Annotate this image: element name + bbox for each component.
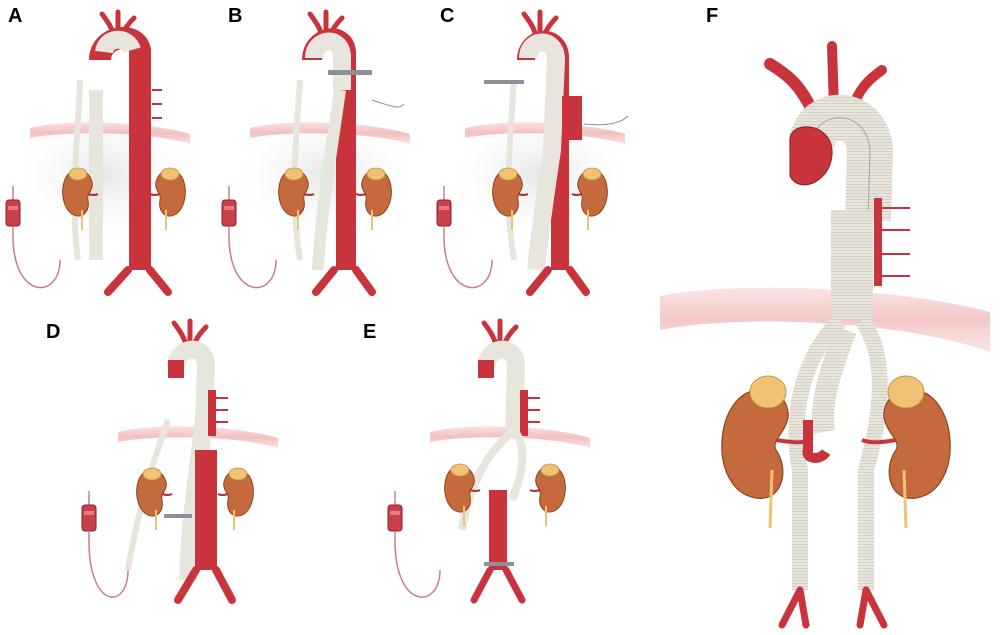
intercostal-arteries [216, 397, 228, 423]
blood-bag-icon [387, 490, 403, 542]
intercostal-arteries [152, 89, 162, 119]
femoral-artery-left [778, 586, 810, 629]
bag-tube [228, 235, 277, 289]
aortic-root [789, 126, 833, 186]
intercostal-arteries [528, 397, 540, 423]
femoral-artery-right [856, 586, 888, 629]
vascular-clamp-icon [164, 514, 192, 518]
aneurysm-segment [562, 96, 582, 140]
thoracic-cavity [10, 105, 200, 245]
panel-e [387, 321, 590, 604]
arch-graft [95, 30, 141, 55]
panel-label-d: D [46, 321, 61, 343]
stent-graft [519, 33, 566, 271]
panel-d [81, 321, 278, 604]
arch-graft [305, 32, 351, 90]
visceral-patch [520, 390, 528, 436]
kidney-icon [721, 375, 813, 529]
renal-anastomosis [802, 420, 831, 463]
graft-limb [312, 89, 346, 271]
abdominal-graft [811, 325, 857, 434]
bag-tube [12, 235, 61, 289]
visceral-patch [208, 390, 216, 436]
iliac-arteries [174, 566, 236, 604]
stent-graft [167, 340, 216, 581]
bag-tube [394, 540, 441, 598]
panel-label-b: B [228, 5, 243, 27]
panel-label-f: F [706, 5, 719, 27]
bag-tube [88, 540, 129, 598]
iliac-arteries [526, 266, 590, 296]
iliac-arteries [470, 566, 526, 604]
vascular-clamp-icon [484, 562, 514, 566]
kidney-icon [861, 375, 951, 529]
panel-label-a: A [8, 5, 23, 27]
bag-tube [443, 235, 493, 289]
diaphragm [660, 287, 990, 352]
panel-c [436, 12, 635, 296]
kidney-icon [529, 463, 567, 527]
panel-label-e: E [363, 321, 377, 343]
graft-limb [508, 427, 527, 502]
intercostal-arteries [882, 207, 910, 277]
kidney-icon [217, 467, 255, 531]
panel-f [660, 41, 990, 629]
suture-line [583, 115, 629, 126]
panel-a [5, 12, 200, 296]
iliac-arteries [104, 266, 172, 296]
graft-limb-right [855, 315, 888, 590]
brachiocephalic-artery [764, 58, 818, 116]
panel-b [221, 12, 420, 296]
kidney-icon [135, 467, 173, 531]
suture-line [371, 99, 405, 108]
arch-stump [478, 360, 494, 378]
vascular-clamp-icon [484, 80, 524, 84]
blood-bag-icon [81, 490, 97, 542]
vascular-clamp-icon [328, 70, 372, 75]
panel-label-c: C [440, 5, 455, 27]
iliac-arteries [312, 266, 376, 296]
arch-stump [168, 360, 184, 378]
graft-limb-left [788, 314, 846, 590]
visceral-patch [874, 198, 882, 286]
